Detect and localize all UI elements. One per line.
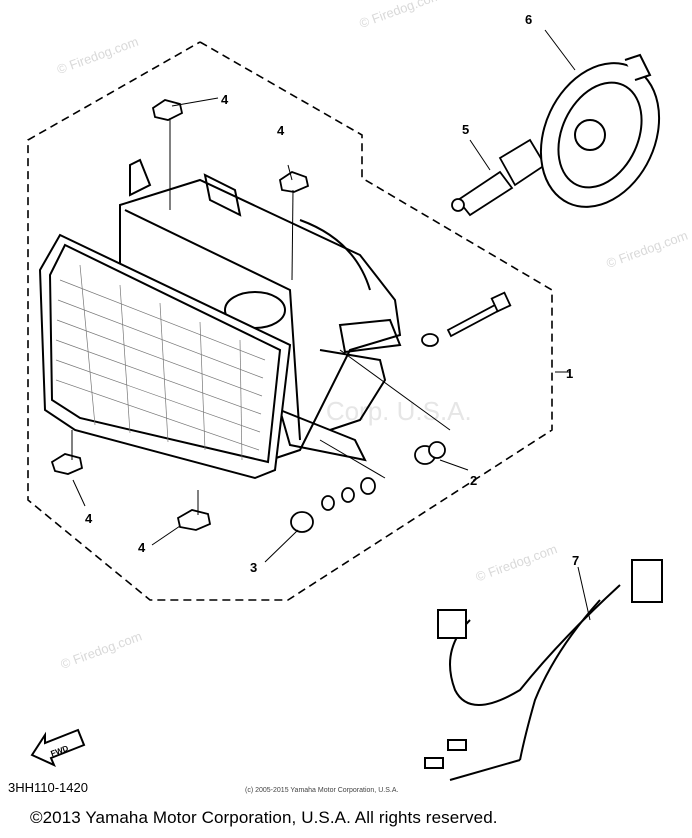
callout-3: 3 bbox=[250, 560, 257, 575]
callout-2: 2 bbox=[470, 473, 477, 488]
callout-6: 6 bbox=[525, 12, 532, 27]
callout-4: 4 bbox=[277, 123, 285, 138]
callout-4: 4 bbox=[85, 511, 93, 526]
harness-part-7 bbox=[424, 559, 663, 781]
watermark-firedog: © Firedog.com bbox=[55, 34, 140, 77]
grommet-part-3 bbox=[290, 477, 376, 533]
headlight-lens bbox=[38, 233, 292, 480]
callout-4: 4 bbox=[221, 92, 229, 107]
adjusting-screw bbox=[421, 291, 512, 347]
bulb-part-5 bbox=[451, 138, 547, 217]
leader-lines bbox=[71, 29, 591, 621]
fwd-arrow-icon: FWD bbox=[30, 728, 86, 767]
part-number-code: 3HH110-1420 bbox=[8, 780, 88, 795]
inline-copyright: (c) 2005-2015 Yamaha Motor Corporation, … bbox=[245, 787, 398, 794]
assembly-boundary bbox=[27, 41, 553, 601]
callout-4: 4 bbox=[138, 540, 146, 555]
clip-part-4 bbox=[50, 99, 310, 531]
watermark-firedog: © Firedog.com bbox=[474, 541, 559, 584]
callout-1: 1 bbox=[566, 366, 573, 381]
cover-part-6 bbox=[539, 53, 661, 208]
footer-copyright: ©2013 Yamaha Motor Corporation, U.S.A. A… bbox=[30, 808, 498, 827]
watermark-firedog: © Firedog.com bbox=[58, 628, 143, 671]
callout-5: 5 bbox=[462, 122, 469, 137]
watermark-firedog: © Firedog.com bbox=[604, 228, 689, 271]
watermark-firedog: © Firedog.com bbox=[357, 0, 442, 31]
grommet-part-2 bbox=[414, 441, 446, 465]
callout-7: 7 bbox=[572, 553, 579, 568]
headlight-exploded-view: © Firedog.com © Firedog.com © Firedog.co… bbox=[8, 0, 690, 795]
